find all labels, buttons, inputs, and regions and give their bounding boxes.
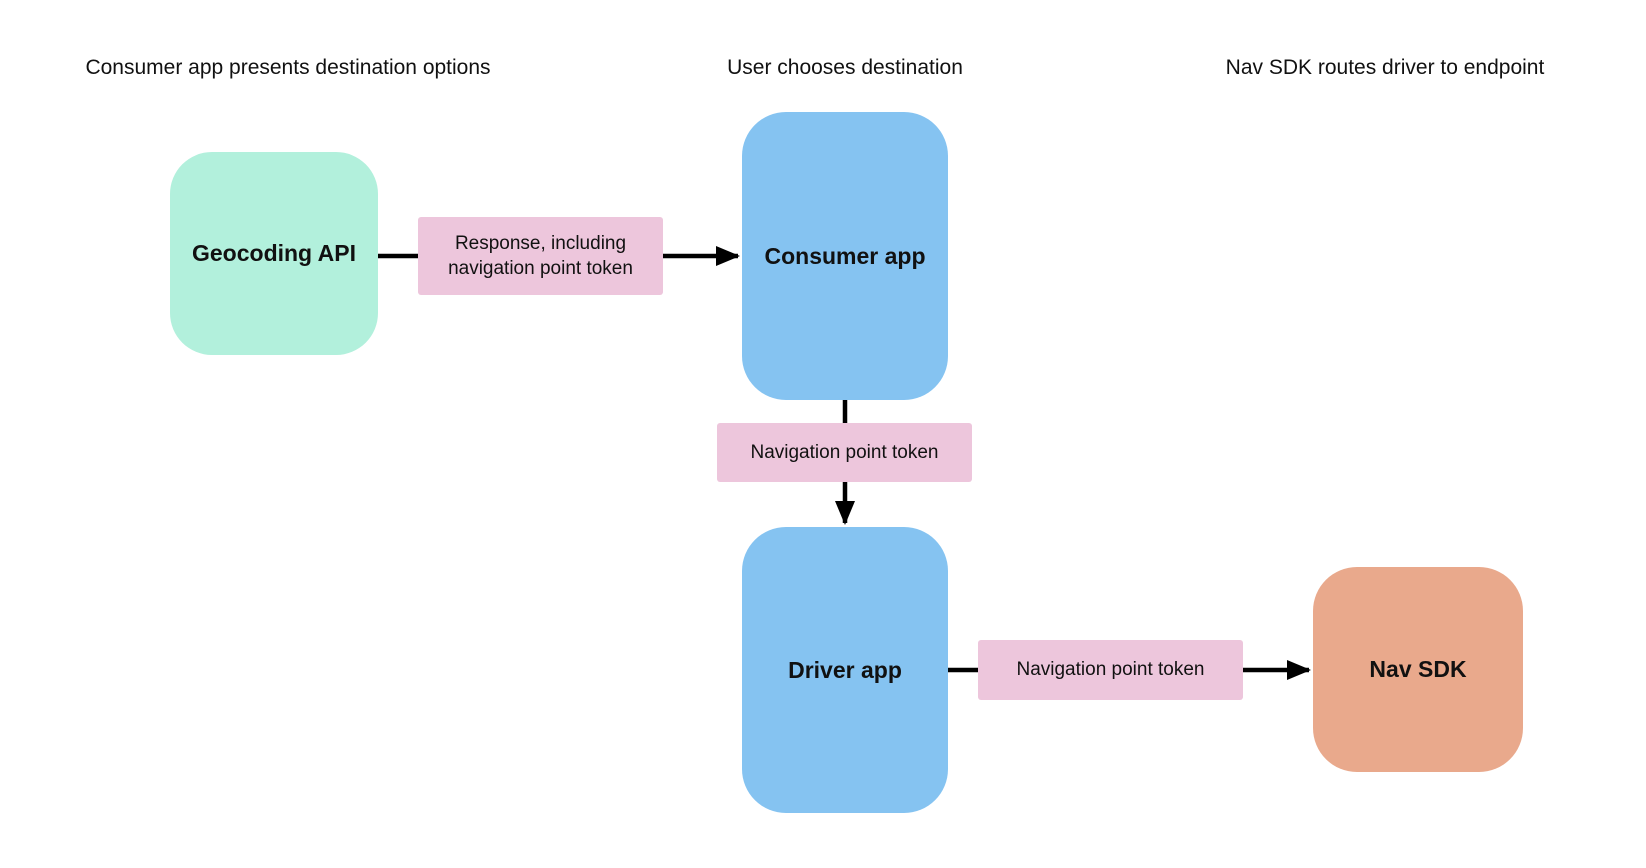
node-nav-sdk: Nav SDK bbox=[1313, 567, 1523, 772]
edge-label-response-including-token-text: Response, including navigation point tok… bbox=[448, 232, 633, 279]
node-consumer-app: Consumer app bbox=[742, 112, 948, 400]
stage-header-navsdk-routes: Nav SDK routes driver to endpoint bbox=[1225, 56, 1545, 79]
node-driver-app-label: Driver app bbox=[788, 656, 902, 683]
edge-label-navigation-point-token-horizontal-text: Navigation point token bbox=[1016, 659, 1205, 681]
edge-label-response-including-token: Response, including navigation point tok… bbox=[418, 217, 663, 295]
node-geocoding-api: Geocoding API bbox=[170, 152, 378, 355]
node-nav-sdk-label: Nav SDK bbox=[1369, 656, 1467, 682]
edge-label-navigation-point-token-vertical-text: Navigation point token bbox=[750, 441, 939, 463]
edge-label-navigation-point-token-horizontal: Navigation point token bbox=[978, 640, 1243, 700]
node-driver-app: Driver app bbox=[742, 527, 948, 813]
node-geocoding-api-label: Geocoding API bbox=[192, 240, 356, 266]
stage-header-user-chooses: User chooses destination bbox=[727, 56, 963, 79]
edge-label-navigation-point-token-vertical: Navigation point token bbox=[717, 423, 972, 482]
node-consumer-app-label: Consumer app bbox=[764, 242, 926, 269]
stage-header-consumer-presents: Consumer app presents destination option… bbox=[85, 56, 491, 79]
